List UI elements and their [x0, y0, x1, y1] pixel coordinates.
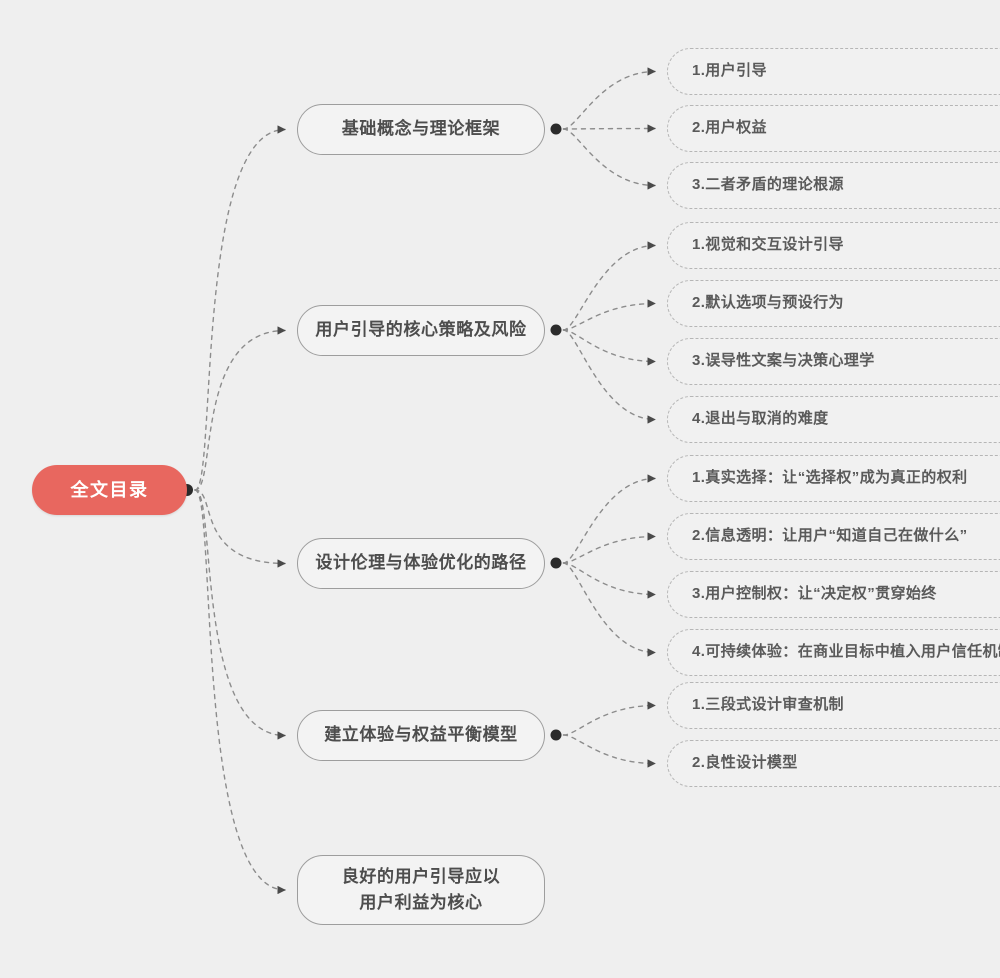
connector-edge	[562, 128, 656, 190]
branch-node-b5[interactable]: 良好的用户引导应以用户利益为核心	[297, 855, 545, 925]
leaf-node[interactable]: 4.退出与取消的难度	[667, 396, 1000, 443]
connector-edge	[562, 299, 656, 331]
connector-edge	[194, 489, 286, 568]
root-node[interactable]: 全文目录	[32, 465, 187, 515]
leaf-node[interactable]: 2.信息透明：让用户“知道自己在做什么”	[667, 513, 1000, 560]
connector-edge	[562, 474, 656, 564]
leaf-node[interactable]: 3.用户控制权：让“决定权”贯穿始终	[667, 571, 1000, 618]
leaf-node[interactable]: 1.视觉和交互设计引导	[667, 222, 1000, 269]
branch-node-b3[interactable]: 设计伦理与体验优化的路径	[297, 538, 545, 589]
connector-edge	[562, 562, 656, 657]
connector-edge	[562, 562, 656, 599]
connector-edges	[194, 67, 656, 895]
leaf-node[interactable]: 3.误导性文案与决策心理学	[667, 338, 1000, 385]
connector-edge	[194, 489, 286, 740]
connector-dot	[550, 729, 562, 741]
leaf-node-label: 1.三段式设计审查机制	[692, 696, 844, 714]
leaf-node[interactable]: 2.用户权益	[667, 105, 1000, 152]
branch-node-label-line2: 用户利益为核心	[359, 893, 483, 912]
leaf-node-label: 4.退出与取消的难度	[692, 410, 829, 428]
leaf-node-label: 2.用户权益	[692, 119, 767, 137]
branch-node-label-line1: 良好的用户引导应以	[341, 866, 501, 886]
connector-dots	[181, 123, 562, 741]
branch-node-label: 设计伦理与体验优化的路径	[315, 553, 527, 573]
connector-dot	[550, 324, 562, 336]
connector-dot	[550, 557, 562, 569]
branch-node-b1[interactable]: 基础概念与理论框架	[297, 104, 545, 155]
connector-edge	[194, 125, 286, 491]
branch-node-label: 良好的用户引导应以用户利益为核心	[342, 864, 500, 917]
connector-edge	[562, 701, 656, 736]
connector-edge	[562, 329, 656, 366]
leaf-node[interactable]: 1.用户引导	[667, 48, 1000, 95]
leaf-node[interactable]: 3.二者矛盾的理论根源	[667, 162, 1000, 209]
leaf-node[interactable]: 4.可持续体验：在商业目标中植入用户信任机制	[667, 629, 1000, 676]
leaf-node-label: 4.可持续体验：在商业目标中植入用户信任机制	[692, 643, 1000, 661]
leaf-node-label: 2.默认选项与预设行为	[692, 294, 844, 312]
leaf-node[interactable]: 2.良性设计模型	[667, 740, 1000, 787]
branch-node-label: 建立体验与权益平衡模型	[324, 725, 518, 745]
leaf-node-label: 3.二者矛盾的理论根源	[692, 176, 844, 194]
connector-edge	[562, 329, 656, 424]
leaf-node-label: 2.良性设计模型	[692, 754, 798, 772]
connector-edge	[562, 67, 656, 130]
branch-node-label: 用户引导的核心策略及风险	[315, 320, 527, 340]
connector-dot	[550, 123, 562, 135]
connector-edge	[194, 489, 286, 895]
connector-edge	[562, 241, 656, 331]
leaf-node-label: 3.用户控制权：让“决定权”贯穿始终	[692, 585, 937, 603]
leaf-node-label: 3.误导性文案与决策心理学	[692, 352, 875, 370]
connector-edge	[562, 734, 656, 768]
leaf-node-label: 1.视觉和交互设计引导	[692, 236, 844, 254]
root-node-label: 全文目录	[70, 479, 149, 500]
branch-node-b4[interactable]: 建立体验与权益平衡模型	[297, 710, 545, 761]
connector-edge	[562, 124, 656, 133]
leaf-node-label: 1.用户引导	[692, 62, 767, 80]
leaf-node-label: 1.真实选择：让“选择权”成为真正的权利	[692, 469, 968, 487]
branch-node-label: 基础概念与理论框架	[341, 119, 501, 139]
connector-edge	[562, 532, 656, 564]
leaf-node[interactable]: 1.三段式设计审查机制	[667, 682, 1000, 729]
leaf-node[interactable]: 1.真实选择：让“选择权”成为真正的权利	[667, 455, 1000, 502]
branch-node-b2[interactable]: 用户引导的核心策略及风险	[297, 305, 545, 356]
leaf-node[interactable]: 2.默认选项与预设行为	[667, 280, 1000, 327]
connector-edge	[194, 326, 286, 491]
leaf-node-label: 2.信息透明：让用户“知道自己在做什么”	[692, 527, 968, 545]
